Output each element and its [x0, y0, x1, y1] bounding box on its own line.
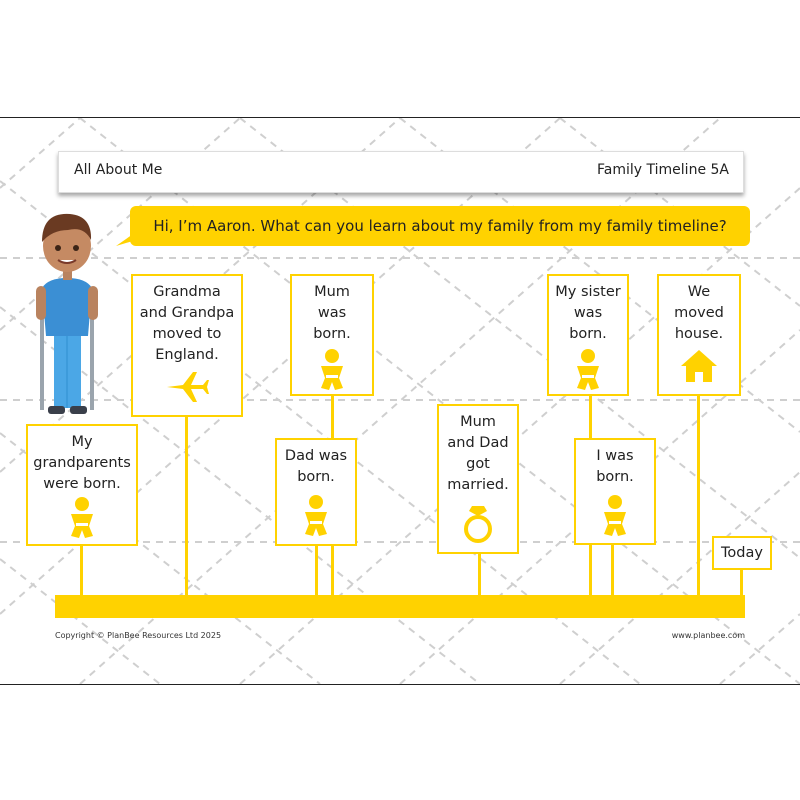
- baby-icon: [549, 348, 627, 396]
- event-text: Mum and Dad got married.: [447, 414, 509, 493]
- post: [185, 415, 188, 595]
- baby-icon: [277, 494, 355, 542]
- baby-icon: [292, 348, 372, 396]
- post: [611, 543, 614, 595]
- event-dad-born: Dad was born.: [275, 438, 357, 546]
- baby-icon: [576, 494, 654, 542]
- post: [80, 545, 83, 595]
- event-sister-born: My sister was born.: [547, 274, 629, 396]
- aaron-avatar: [36, 213, 98, 414]
- event-i-born: I was born.: [574, 438, 656, 545]
- timeline-beam: [55, 595, 745, 618]
- today-marker: Today: [712, 536, 772, 570]
- speech-bubble: Hi, I’m Aaron. What can you learn about …: [116, 206, 750, 246]
- plane-icon: [133, 370, 241, 408]
- header-bar: All About Me Family Timeline 5A: [58, 151, 744, 193]
- event-text: My sister was born.: [555, 284, 621, 342]
- house-icon: [659, 348, 739, 388]
- post: [697, 395, 700, 595]
- header-subtitle: Family Timeline 5A: [597, 162, 729, 178]
- post: [315, 545, 318, 595]
- speech-text: Hi, I’m Aaron. What can you learn about …: [153, 217, 727, 235]
- worksheet: All About Me Family Timeline 5A Hi, I’m …: [0, 117, 800, 685]
- event-married: Mum and Dad got married.: [437, 404, 519, 554]
- event-text: I was born.: [596, 448, 634, 485]
- event-text: Grandma and Grandpa moved to England.: [139, 284, 235, 363]
- event-grandparents-born: My grandparents were born.: [26, 424, 138, 546]
- event-text: Dad was born.: [284, 448, 348, 485]
- event-grandparents-moved: Grandma and Grandpa moved to England.: [131, 274, 243, 417]
- event-mum-born: Mum was born.: [290, 274, 374, 396]
- header-title: All About Me: [74, 162, 163, 178]
- event-text: We moved house.: [674, 284, 724, 342]
- event-text: My grandparents were born.: [33, 434, 131, 492]
- post: [478, 552, 481, 595]
- baby-icon: [28, 496, 136, 544]
- website-link[interactable]: www.planbee.com: [671, 631, 745, 640]
- copyright-text: Copyright © PlanBee Resources Ltd 2025: [55, 631, 222, 640]
- event-moved-house: We moved house.: [657, 274, 741, 396]
- event-text: Mum was born.: [313, 284, 351, 342]
- post: [740, 570, 743, 595]
- ring-icon: [439, 504, 517, 548]
